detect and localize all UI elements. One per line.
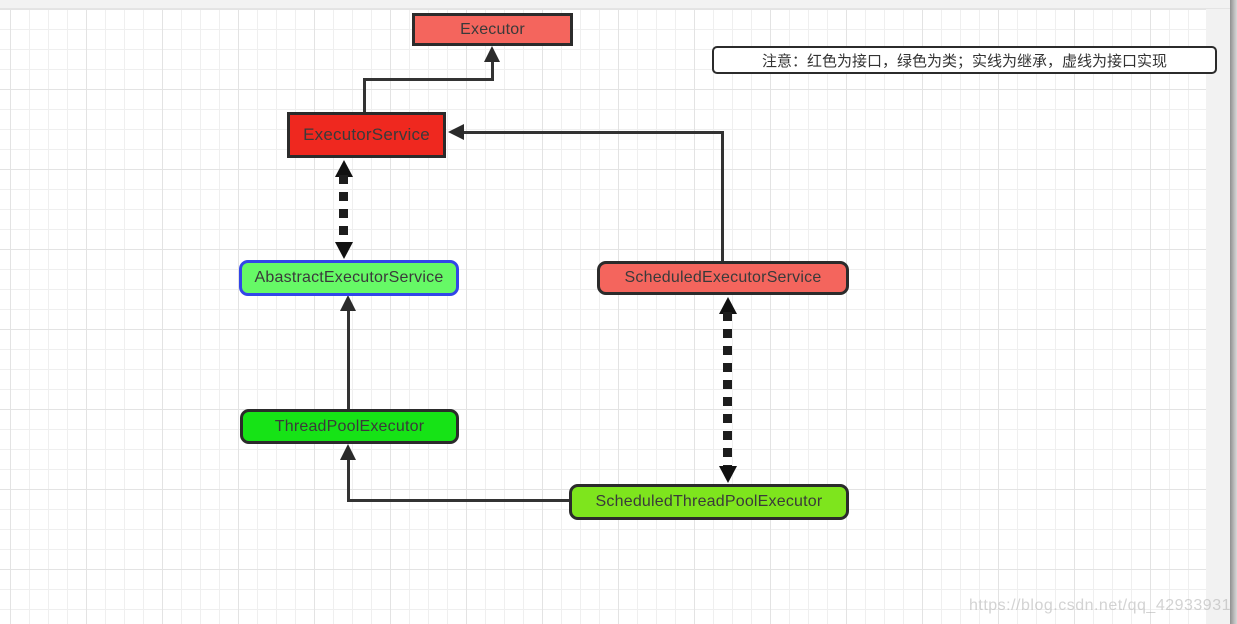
edge-stpe-to-tpe-v (347, 457, 350, 502)
node-executor-service: ExecutorService (287, 112, 446, 158)
edge-executorservice-to-executor-h (363, 78, 494, 81)
node-executor: Executor (412, 13, 573, 46)
edge-scheduledservice-to-executorservice-h (461, 131, 724, 134)
dashed-tip-up-icon (719, 297, 737, 314)
legend-note-box: 注意：红色为接口，绿色为类；实线为继承，虚线为接口实现 (712, 46, 1217, 74)
dashed-line (723, 312, 732, 468)
node-scheduled-thread-pool-executor: ScheduledThreadPoolExecutor (569, 484, 849, 520)
arrowhead-up-into-executor (484, 46, 500, 62)
node-executor-label: Executor (460, 20, 525, 38)
dashed-line (339, 175, 348, 244)
node-thread-pool-executor-label: ThreadPoolExecutor (274, 417, 425, 435)
edge-tpe-to-abstract-v (347, 308, 350, 410)
dashed-tip-down-icon (719, 466, 737, 483)
vertical-scrollbar-thumb[interactable] (1230, 0, 1237, 624)
node-executor-service-label: ExecutorService (303, 125, 430, 144)
edge-executorservice-to-executor-v2 (491, 58, 494, 80)
arrowhead-left-into-executorservice (448, 124, 464, 140)
node-abastract-executor-service-label: AbastractExecutorService (254, 269, 444, 286)
node-scheduled-thread-pool-executor-label: ScheduledThreadPoolExecutor (595, 493, 823, 510)
edge-scheduledservice-to-executorservice-v (721, 131, 724, 262)
arrowhead-up-into-abstract (340, 295, 356, 311)
top-gray-band (0, 0, 1237, 9)
dashed-arrow-stpe-scheduledservice (719, 297, 737, 483)
dashed-tip-up-icon (335, 160, 353, 177)
node-abastract-executor-service: AbastractExecutorService (239, 260, 459, 296)
scrollbar-track (1206, 0, 1230, 624)
dashed-tip-down-icon (335, 242, 353, 259)
edge-executorservice-to-executor-v1 (363, 78, 366, 114)
node-scheduled-executor-service: ScheduledExecutorService (597, 261, 849, 295)
dashed-arrow-abstract-executorservice (335, 160, 353, 259)
node-thread-pool-executor: ThreadPoolExecutor (240, 409, 459, 444)
legend-note-text: 注意：红色为接口，绿色为类；实线为继承，虚线为接口实现 (761, 52, 1167, 70)
node-scheduled-executor-service-label: ScheduledExecutorService (624, 269, 822, 286)
edge-stpe-to-tpe-h (347, 499, 569, 502)
blog-watermark: https://blog.csdn.net/qq_42933931 (968, 597, 1231, 614)
arrowhead-up-into-tpe (340, 444, 356, 460)
